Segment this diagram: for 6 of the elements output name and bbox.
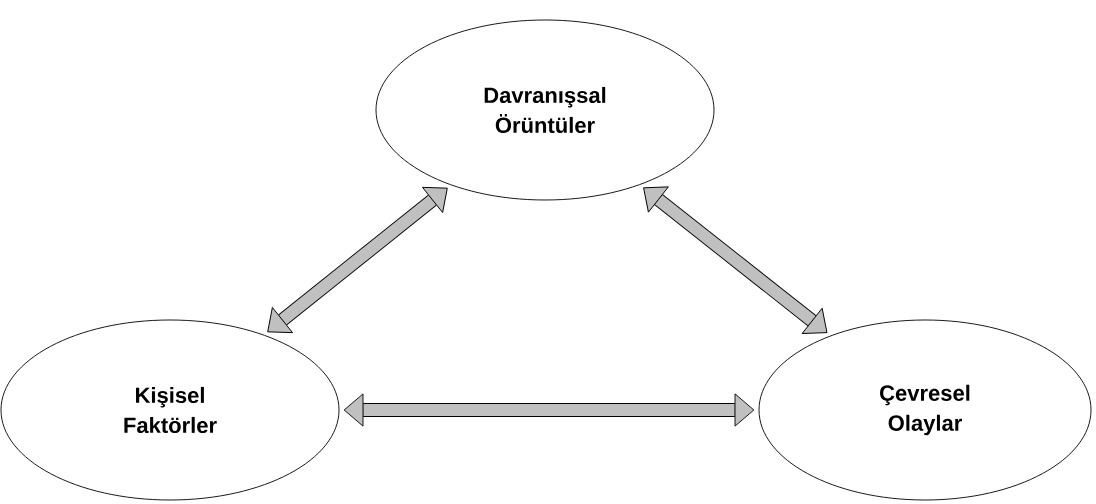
ellipse-node: Davranışsal Örüntüler: [375, 19, 715, 201]
double-arrow: [267, 186, 448, 334]
double-arrow: [643, 186, 828, 334]
double-arrow: [343, 393, 755, 427]
ellipse-node: Kişisel Faktörler: [0, 319, 340, 501]
ellipse-node: Çevresel Olaylar: [758, 319, 1092, 501]
